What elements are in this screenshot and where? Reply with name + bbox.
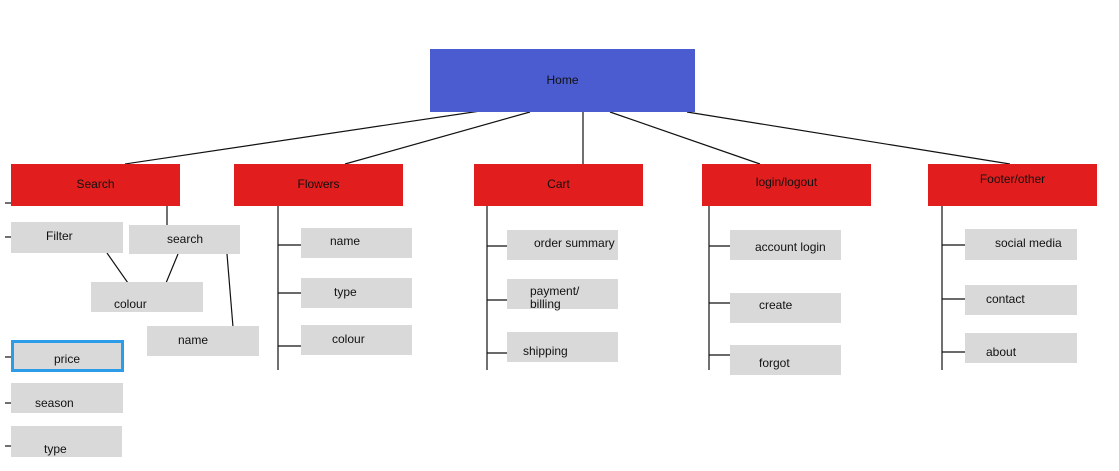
home-node[interactable]: Home xyxy=(430,49,695,112)
search-filter-box[interactable]: Filter xyxy=(11,222,123,253)
footer-about-label: about xyxy=(986,345,1017,359)
search-price-box[interactable]: price xyxy=(11,340,124,372)
search-type-label: type xyxy=(44,442,67,456)
login-create-label: create xyxy=(759,298,793,312)
search-name-label: name xyxy=(178,333,209,348)
flowers-colour-label: colour xyxy=(332,332,365,347)
login-forgot-label: forgot xyxy=(759,356,790,370)
search-section[interactable]: Search xyxy=(11,164,180,206)
search-search-label: search xyxy=(167,231,204,246)
connector-home-search xyxy=(124,109,488,165)
connector-home-footer xyxy=(686,111,1011,165)
login-account-label: account login xyxy=(755,240,826,254)
connector-filter-colour xyxy=(106,252,129,284)
footer-contact-label: contact xyxy=(986,292,1025,306)
footer-social-label: social media xyxy=(995,236,1062,250)
cart-order-summary-label: order summary xyxy=(534,236,615,250)
cart-shipping-box[interactable]: shipping xyxy=(507,332,618,362)
footer-about-box[interactable]: about xyxy=(965,333,1077,363)
cart-section[interactable]: Cart xyxy=(474,164,643,206)
search-filter-label: Filter xyxy=(46,229,73,243)
flowers-name-label: name xyxy=(330,234,361,248)
connector-home-flowers xyxy=(344,111,531,165)
login-forgot-box[interactable]: forgot xyxy=(730,345,841,375)
search-search-box[interactable]: search xyxy=(129,225,240,254)
cart-payment-label: payment/ billing xyxy=(530,284,580,311)
search-name-box[interactable]: name xyxy=(147,326,259,356)
footer-contact-box[interactable]: contact xyxy=(965,285,1077,315)
cart-section-label: Cart xyxy=(547,177,570,192)
home-label: Home xyxy=(546,72,579,87)
flowers-section[interactable]: Flowers xyxy=(234,164,403,206)
search-season-label: season xyxy=(35,396,74,410)
flowers-colour-box[interactable]: colour xyxy=(301,325,412,355)
cart-shipping-label: shipping xyxy=(523,344,568,358)
search-type-box[interactable]: type xyxy=(11,426,122,457)
connector-home-login xyxy=(609,111,761,165)
cart-payment-box[interactable]: payment/ billing xyxy=(507,279,618,311)
flowers-section-label: Flowers xyxy=(297,177,340,192)
search-price-label: price xyxy=(54,352,81,366)
footer-social-box[interactable]: social media xyxy=(965,229,1077,260)
connector-search-colour xyxy=(165,253,179,284)
footer-section-label: Footer/other xyxy=(979,172,1046,186)
login-create-box[interactable]: create xyxy=(730,293,841,323)
search-section-label: Search xyxy=(76,177,115,192)
connector-search-name xyxy=(226,253,234,328)
login-account-box[interactable]: account login xyxy=(730,230,841,260)
flowers-name-box[interactable]: name xyxy=(301,228,412,258)
login-section[interactable]: login/logout xyxy=(702,164,871,206)
cart-order-summary-box[interactable]: order summary xyxy=(507,230,618,260)
flowers-type-box[interactable]: type xyxy=(301,278,412,308)
search-colour-box[interactable]: colour xyxy=(91,282,203,312)
search-season-box[interactable]: season xyxy=(11,383,123,413)
search-colour-label: colour xyxy=(114,297,147,311)
footer-section[interactable]: Footer/other xyxy=(928,164,1097,206)
flowers-type-label: type xyxy=(334,285,357,300)
login-section-label: login/logout xyxy=(755,175,818,189)
